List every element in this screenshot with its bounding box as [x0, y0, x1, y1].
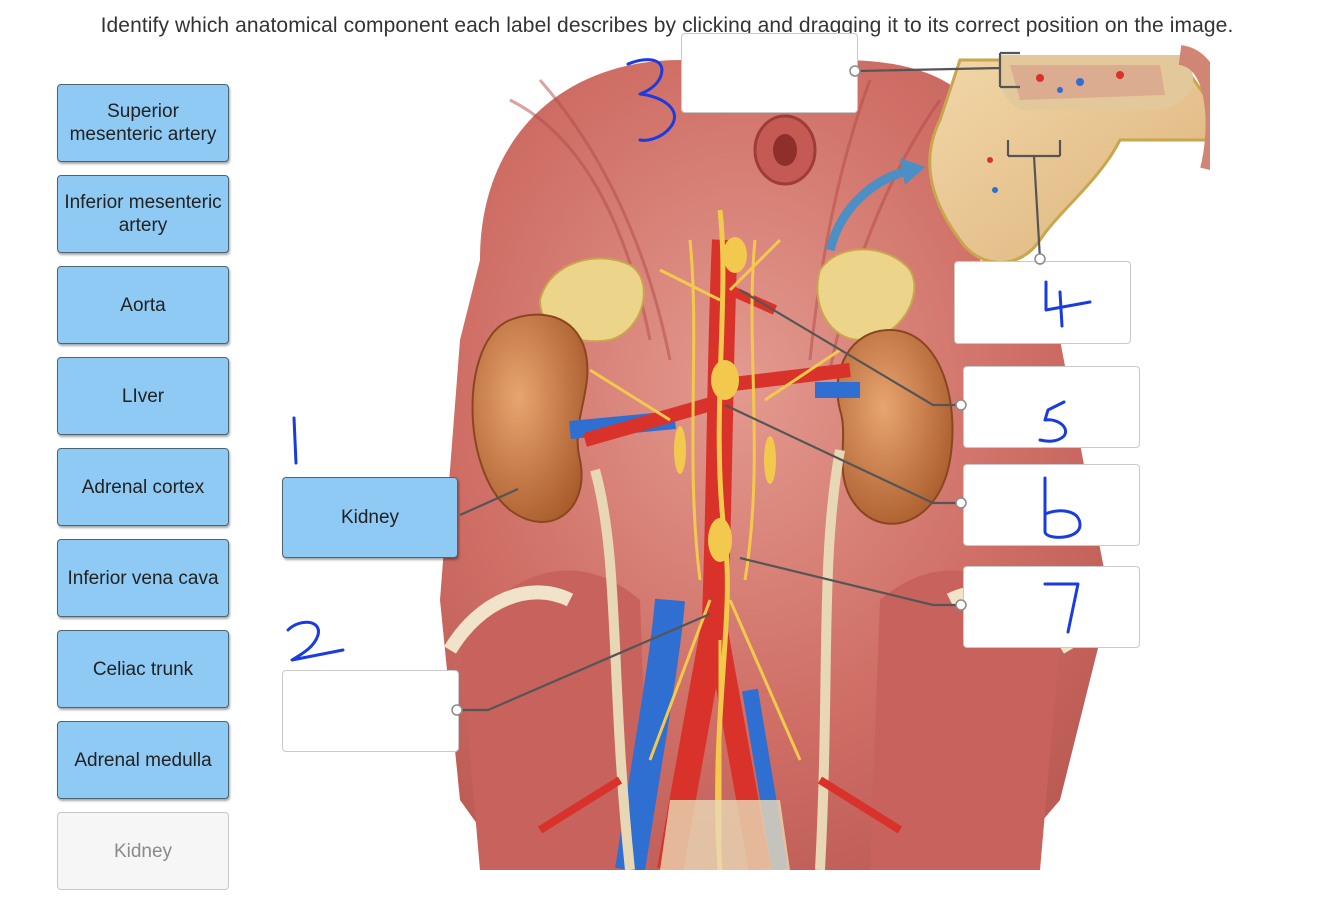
label-inferior-mesenteric-artery[interactable]: Inferior mesenteric artery [57, 175, 229, 253]
label-adrenal-cortex[interactable]: Adrenal cortex [57, 448, 229, 526]
drop-zone-6[interactable] [963, 464, 1140, 546]
drop-zone-7[interactable] [963, 566, 1140, 648]
label-aorta[interactable]: Aorta [57, 266, 229, 344]
label-inferior-vena-cava[interactable]: Inferior vena cava [57, 539, 229, 617]
label-superior-mesenteric-artery[interactable]: Superior mesenteric artery [57, 84, 229, 162]
ink-number-1 [292, 416, 298, 465]
label-liver[interactable]: LIver [57, 357, 229, 435]
label-kidney-used: Kidney [57, 812, 229, 890]
drop-zone-5[interactable] [963, 366, 1140, 448]
instructions-text: Identify which anatomical component each… [100, 14, 1234, 37]
drop-zone-1-placed-label[interactable]: Kidney [282, 477, 458, 558]
ink-number-2 [286, 620, 345, 662]
drop-zone-4[interactable] [954, 261, 1131, 344]
anatomy-image [440, 45, 1210, 870]
label-celiac-trunk[interactable]: Celiac trunk [57, 630, 229, 708]
label-adrenal-medulla[interactable]: Adrenal medulla [57, 721, 229, 799]
drop-zone-2[interactable] [282, 670, 459, 752]
drop-zone-3[interactable] [681, 33, 858, 113]
